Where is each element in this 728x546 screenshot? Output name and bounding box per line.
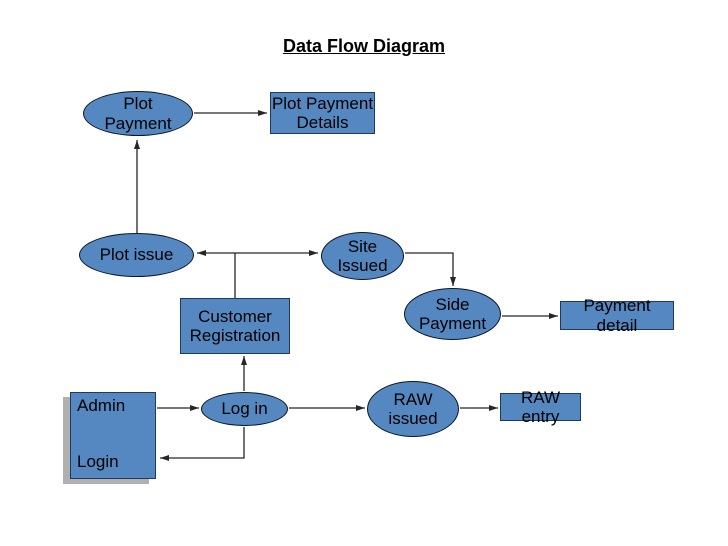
node-raw-entry: RAW entry (500, 388, 581, 426)
node-log-in-label: Log in (221, 399, 268, 419)
node-admin-login: Admin Login (70, 392, 156, 479)
node-plot-payment-details-label: Plot Payment Details (271, 93, 374, 132)
node-admin-label: Admin (77, 396, 126, 415)
node-payment-detail: Payment detail (560, 296, 674, 335)
node-site-issued: Site Issued (321, 232, 404, 280)
node-site-issued-label: Site Issued (337, 236, 388, 275)
node-side-payment-label: Side Payment (418, 294, 487, 333)
node-raw-issued-label: RAW issued (388, 389, 438, 428)
node-plot-payment: Plot Payment (83, 91, 193, 136)
node-login-label: Login (77, 451, 119, 471)
node-plot-payment-label: Plot Payment (104, 94, 172, 133)
edge-site-issued-to-side-payment (405, 252, 456, 286)
node-log-in: Log in (201, 392, 288, 426)
node-plot-issue-label: Plot issue (99, 245, 174, 265)
edge-log-in-to-admin-login (160, 427, 245, 461)
node-raw-issued: RAW issued (367, 381, 459, 437)
node-side-payment: Side Payment (404, 288, 501, 340)
node-customer-registration: Customer Registration (180, 298, 290, 354)
node-raw-entry-label: RAW entry (520, 387, 561, 426)
node-plot-payment-details: Plot Payment Details (270, 92, 375, 134)
node-payment-detail-label: Payment detail (583, 296, 651, 335)
node-plot-issue: Plot issue (79, 233, 194, 277)
node-customer-registration-label: Customer Registration (189, 306, 281, 345)
page-title: Data Flow Diagram (282, 36, 446, 56)
